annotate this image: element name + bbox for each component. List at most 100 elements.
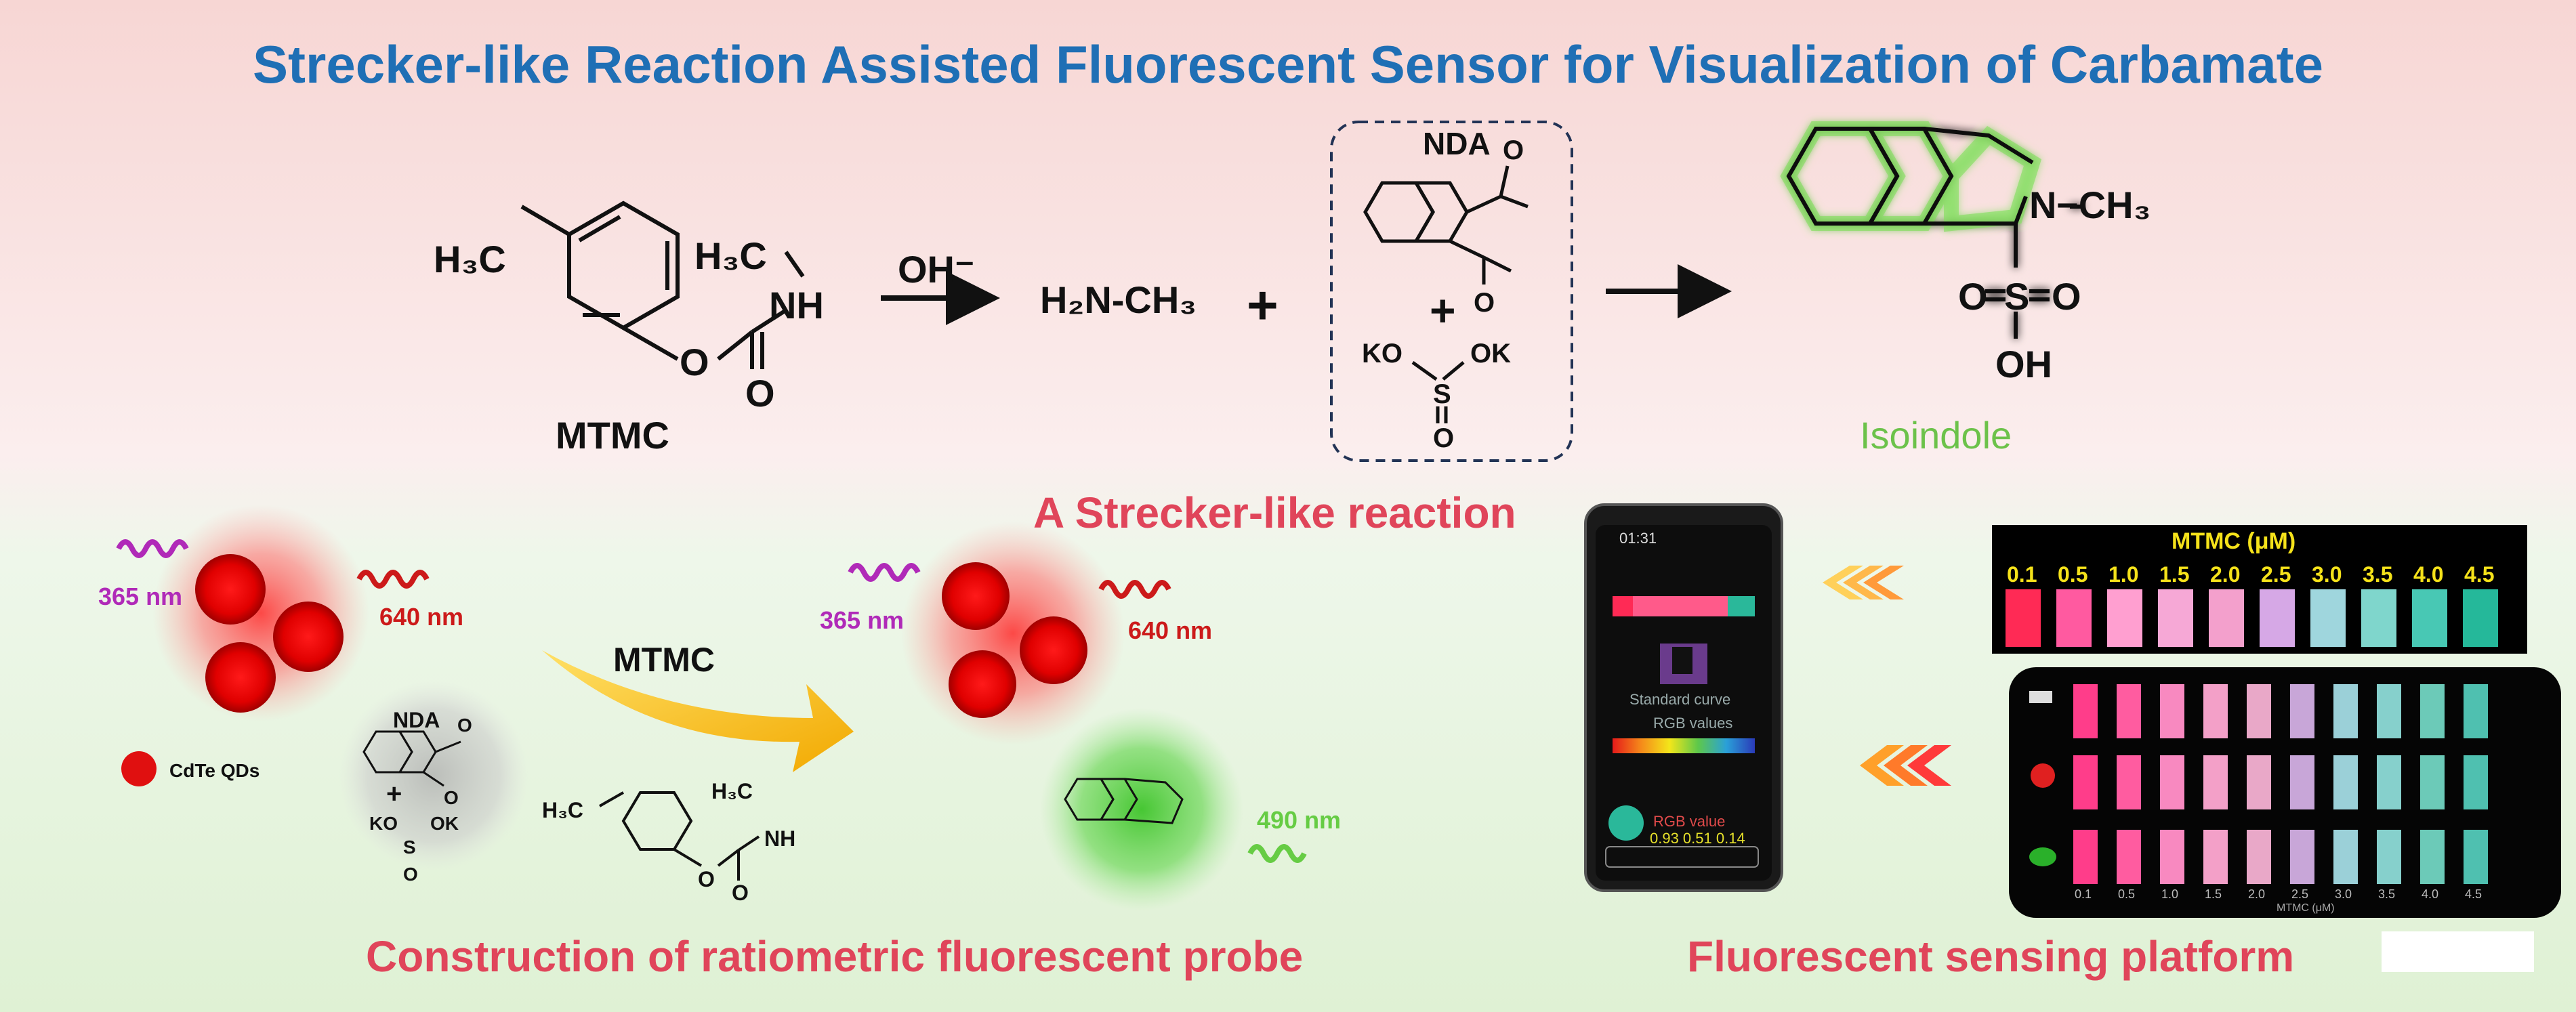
emission-wave-1: [356, 570, 430, 589]
isoindole-o-left: O: [1958, 275, 1988, 318]
grid-cell-r0-8: [2420, 684, 2445, 738]
grid-label-2: 1.0: [2161, 887, 2179, 901]
tube-label-2: 1.0: [2108, 562, 2139, 587]
grid-cell-r1-9: [2464, 755, 2488, 809]
tube-label-5: 2.5: [2261, 562, 2291, 587]
isoindole-name: Isoindole: [1860, 414, 2012, 457]
platform-caption: Fluorescent sensing platform: [1687, 932, 2295, 981]
grid-cell-r1-8: [2420, 755, 2445, 809]
grid-label-0: 0.1: [2075, 887, 2092, 901]
isoindole-green-glow: [1040, 708, 1243, 911]
cdte-legend-label: CdTe QDs: [169, 760, 260, 781]
probe-plus: +: [386, 779, 402, 809]
emission-label-1: 640 nm: [379, 603, 464, 631]
isoindole-oh: OH: [1995, 343, 2052, 385]
phone: [1584, 503, 1783, 892]
grid-cell-r2-6: [2333, 830, 2358, 884]
probe-glow-grey: [339, 681, 528, 870]
reagent-oh: OH⁻: [898, 248, 975, 291]
isoindole-mini-structure: [1064, 778, 1184, 824]
probe-mtmc-methyl: H₃C: [542, 798, 584, 822]
blank-patch: [2382, 931, 2534, 972]
mtmc-name: MTMC: [556, 414, 669, 457]
sample-icons: [2029, 691, 2056, 866]
grid-cell-r2-4: [2247, 830, 2271, 884]
grid-cell-r0-7: [2377, 684, 2401, 738]
grid-cell-r1-7: [2377, 755, 2401, 809]
methylamine: H₂N-CH₃: [1040, 278, 1197, 321]
grid-cell-r1-6: [2333, 755, 2358, 809]
tube-label-8: 4.0: [2413, 562, 2444, 587]
grid-cell-r2-2: [2160, 830, 2184, 884]
grid-cell-r0-5: [2290, 684, 2314, 738]
phone-text-4: 0.93 0.51 0.14: [1650, 830, 1745, 847]
grid-label-4: 2.0: [2248, 887, 2266, 901]
grid-cell-r0-4: [2247, 684, 2271, 738]
sulfite-o: O: [1433, 423, 1455, 453]
tube-label-3: 1.5: [2159, 562, 2190, 587]
emission-label-2: 640 nm: [1128, 616, 1213, 644]
tube-label-0: 0.1: [2007, 562, 2037, 587]
probe-arrow-label: MTMC: [613, 641, 715, 679]
probe-nda-o2: O: [444, 787, 459, 808]
probe-nda-o1: O: [457, 715, 472, 736]
emission-label-green: 490 nm: [1257, 806, 1342, 834]
excitation-label-1: 365 nm: [98, 583, 183, 610]
probe-nda-structure: [362, 730, 461, 787]
probe-o: O: [403, 864, 418, 885]
tube-2: [2107, 589, 2142, 647]
probe-s: S: [403, 837, 416, 858]
grid-cell-r1-3: [2203, 755, 2228, 809]
tube-label-6: 3.0: [2312, 562, 2342, 587]
mtmc-carbonyl-o: O: [745, 372, 775, 415]
sulfite-structure: [1411, 360, 1465, 423]
tube-8: [2412, 589, 2447, 647]
phone-text-2: RGB values: [1653, 715, 1733, 732]
probe-ok: OK: [430, 813, 459, 834]
excitation-wave-2: [848, 563, 921, 582]
grid-cell-r2-7: [2377, 830, 2401, 884]
grid-cell-r1-0: [2073, 755, 2098, 809]
vegetable-icon: [2029, 847, 2056, 866]
grid-cell-r0-9: [2464, 684, 2488, 738]
grid-cell-r0-1: [2117, 684, 2141, 738]
mtmc-n-methyl-label: H₃C: [694, 234, 767, 277]
grid-label-5: 2.5: [2291, 887, 2309, 901]
grid-cell-r1-4: [2247, 755, 2271, 809]
mtmc-structure: [520, 201, 805, 369]
grid-label-7: 3.5: [2378, 887, 2396, 901]
isoindole-n: N: [2029, 184, 2057, 226]
tube-header: MTMC (μM): [2172, 528, 2296, 554]
tube-label-4: 2.0: [2210, 562, 2241, 587]
grid-cell-r2-8: [2420, 830, 2445, 884]
grid-cell-r0-0: [2073, 684, 2098, 738]
box-plus: +: [1430, 285, 1456, 335]
grid-cell-r2-0: [2073, 830, 2098, 884]
plus-sign: +: [1247, 275, 1279, 335]
excitation-label-2: 365 nm: [820, 606, 905, 634]
apple-icon: [2031, 763, 2055, 788]
probe-mtmc-structure: [599, 791, 760, 881]
probe-ko: KO: [369, 813, 398, 834]
probe-mtmc-o1: O: [698, 867, 715, 891]
tube-9: [2463, 589, 2498, 647]
tube-6: [2310, 589, 2346, 647]
qd-cluster-left: [195, 554, 344, 713]
grid-cell-r1-1: [2117, 755, 2141, 809]
tube-label-9: 4.5: [2464, 562, 2495, 587]
tube-4: [2209, 589, 2244, 647]
grid-cell-r2-5: [2290, 830, 2314, 884]
arrow-chevrons-bottom: [1860, 745, 1951, 786]
isoindole-structure: [1780, 121, 2083, 339]
tube-1: [2056, 589, 2092, 647]
mtmc-ester-o: O: [680, 341, 709, 383]
qd-glow-right: [901, 522, 1125, 745]
phone-text-3: RGB value: [1653, 813, 1726, 830]
mtmc-nh-label: NH: [769, 284, 824, 326]
grid-axis-label: MTMC (μM): [2277, 902, 2335, 914]
tube-series: [2006, 589, 2498, 647]
grid-cell-r0-2: [2160, 684, 2184, 738]
tube-label-1: 0.5: [2058, 562, 2088, 587]
emission-wave-green: [1247, 844, 1307, 863]
